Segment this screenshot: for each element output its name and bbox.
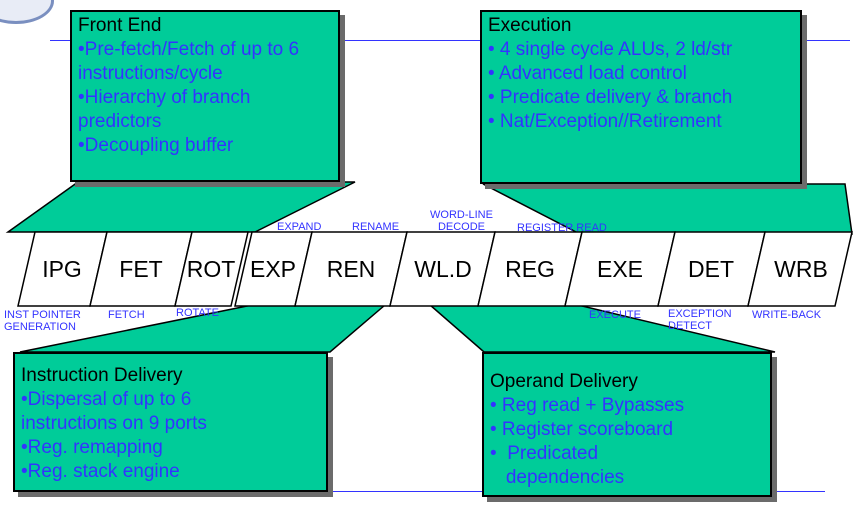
sublabel-exception-detect-text: EXCEPTION DETECT [668,308,732,332]
execution-box: Execution • 4 single cycle ALUs, 2 ld/st… [480,10,802,184]
sublabel-register-read: REGISTER READ [517,222,607,234]
stage-label-exe: EXE [596,256,644,282]
instruction-delivery-item: •Reg. stack engine [21,461,180,482]
front-end-item: •Hierarchy of branch [78,87,251,108]
operand-delivery-item: • Predicated [490,443,599,464]
instruction-delivery-list: •Dispersal of up to 6 instructions on 9 … [21,388,320,484]
execution-title: Execution [488,15,572,36]
stage-label-wld: WL.D [414,256,472,282]
front-end-item: •Decoupling buffer [78,135,234,156]
stage-label-rot: ROT [186,256,236,282]
stage-label-det: DET [688,256,734,282]
top-rule [50,40,850,41]
sublabel-inst-pointer: INST POINTER GENERATION [4,309,81,333]
stage-label-fet: FET [119,256,163,282]
stage-label-wrb: WRB [774,256,828,282]
operand-delivery-title: Operand Delivery [490,371,638,392]
operand-delivery-item: • Register scoreboard [490,419,674,440]
execution-item: • Nat/Exception//Retirement [488,111,722,132]
stage-label-exp: EXP [249,256,297,282]
operand-delivery-item: • Reg read + Bypasses [490,395,685,416]
operand-delivery-list: • Reg read + Bypasses • Register scorebo… [490,394,764,490]
front-end-item: predictors [78,111,162,132]
front-end-item: •Pre-fetch/Fetch of up to 6 [78,39,300,60]
sublabel-wordline-decode-text: WORD-LINE DECODE [430,209,493,233]
sublabel-wordline-decode: WORD-LINE DECODE [430,209,493,233]
instruction-delivery-item: •Reg. remapping [21,437,163,458]
execution-item: • 4 single cycle ALUs, 2 ld/str [488,39,733,60]
execution-item: • Advanced load control [488,63,687,84]
instruction-delivery-item: instructions on 9 ports [21,413,207,434]
stage-label-ipg: IPG [42,256,82,282]
operand-delivery-box: Operand Delivery • Reg read + Bypasses •… [482,352,772,497]
execution-item: • Predicate delivery & branch [488,87,733,108]
stage-label-reg: REG [505,256,555,282]
sublabel-rename: RENAME [352,221,400,233]
stage-shape-rot [174,231,249,307]
sublabel-exception-detect: EXCEPTION DETECT [668,308,732,332]
instruction-delivery-item: •Dispersal of up to 6 [21,389,192,410]
sublabel-fetch: FETCH [108,309,145,321]
front-end-list: •Pre-fetch/Fetch of up to 6 instructions… [78,38,332,158]
execution-list: • 4 single cycle ALUs, 2 ld/str • Advanc… [488,38,794,134]
pipeline-strip [17,231,853,307]
front-end-title: Front End [78,15,162,36]
sublabel-rotate: ROTATE [176,307,219,319]
bottom-rule [20,491,825,492]
stage-label-ren: REN [326,256,376,282]
sublabel-inst-pointer-text: INST POINTER GENERATION [4,309,81,333]
front-end-item: instructions/cycle [78,63,223,84]
stage-shape-wrb [747,231,853,307]
operand-delivery-item: dependencies [490,467,625,488]
sublabel-write-back: WRITE-BACK [752,309,822,321]
instruction-delivery-title: Instruction Delivery [21,365,183,386]
instruction-delivery-box: Instruction Delivery •Dispersal of up to… [13,352,328,492]
sublabel-expand: EXPAND [277,221,322,233]
front-end-box: Front End •Pre-fetch/Fetch of up to 6 in… [70,10,340,182]
sublabel-execute: EXECUTE [589,309,641,321]
